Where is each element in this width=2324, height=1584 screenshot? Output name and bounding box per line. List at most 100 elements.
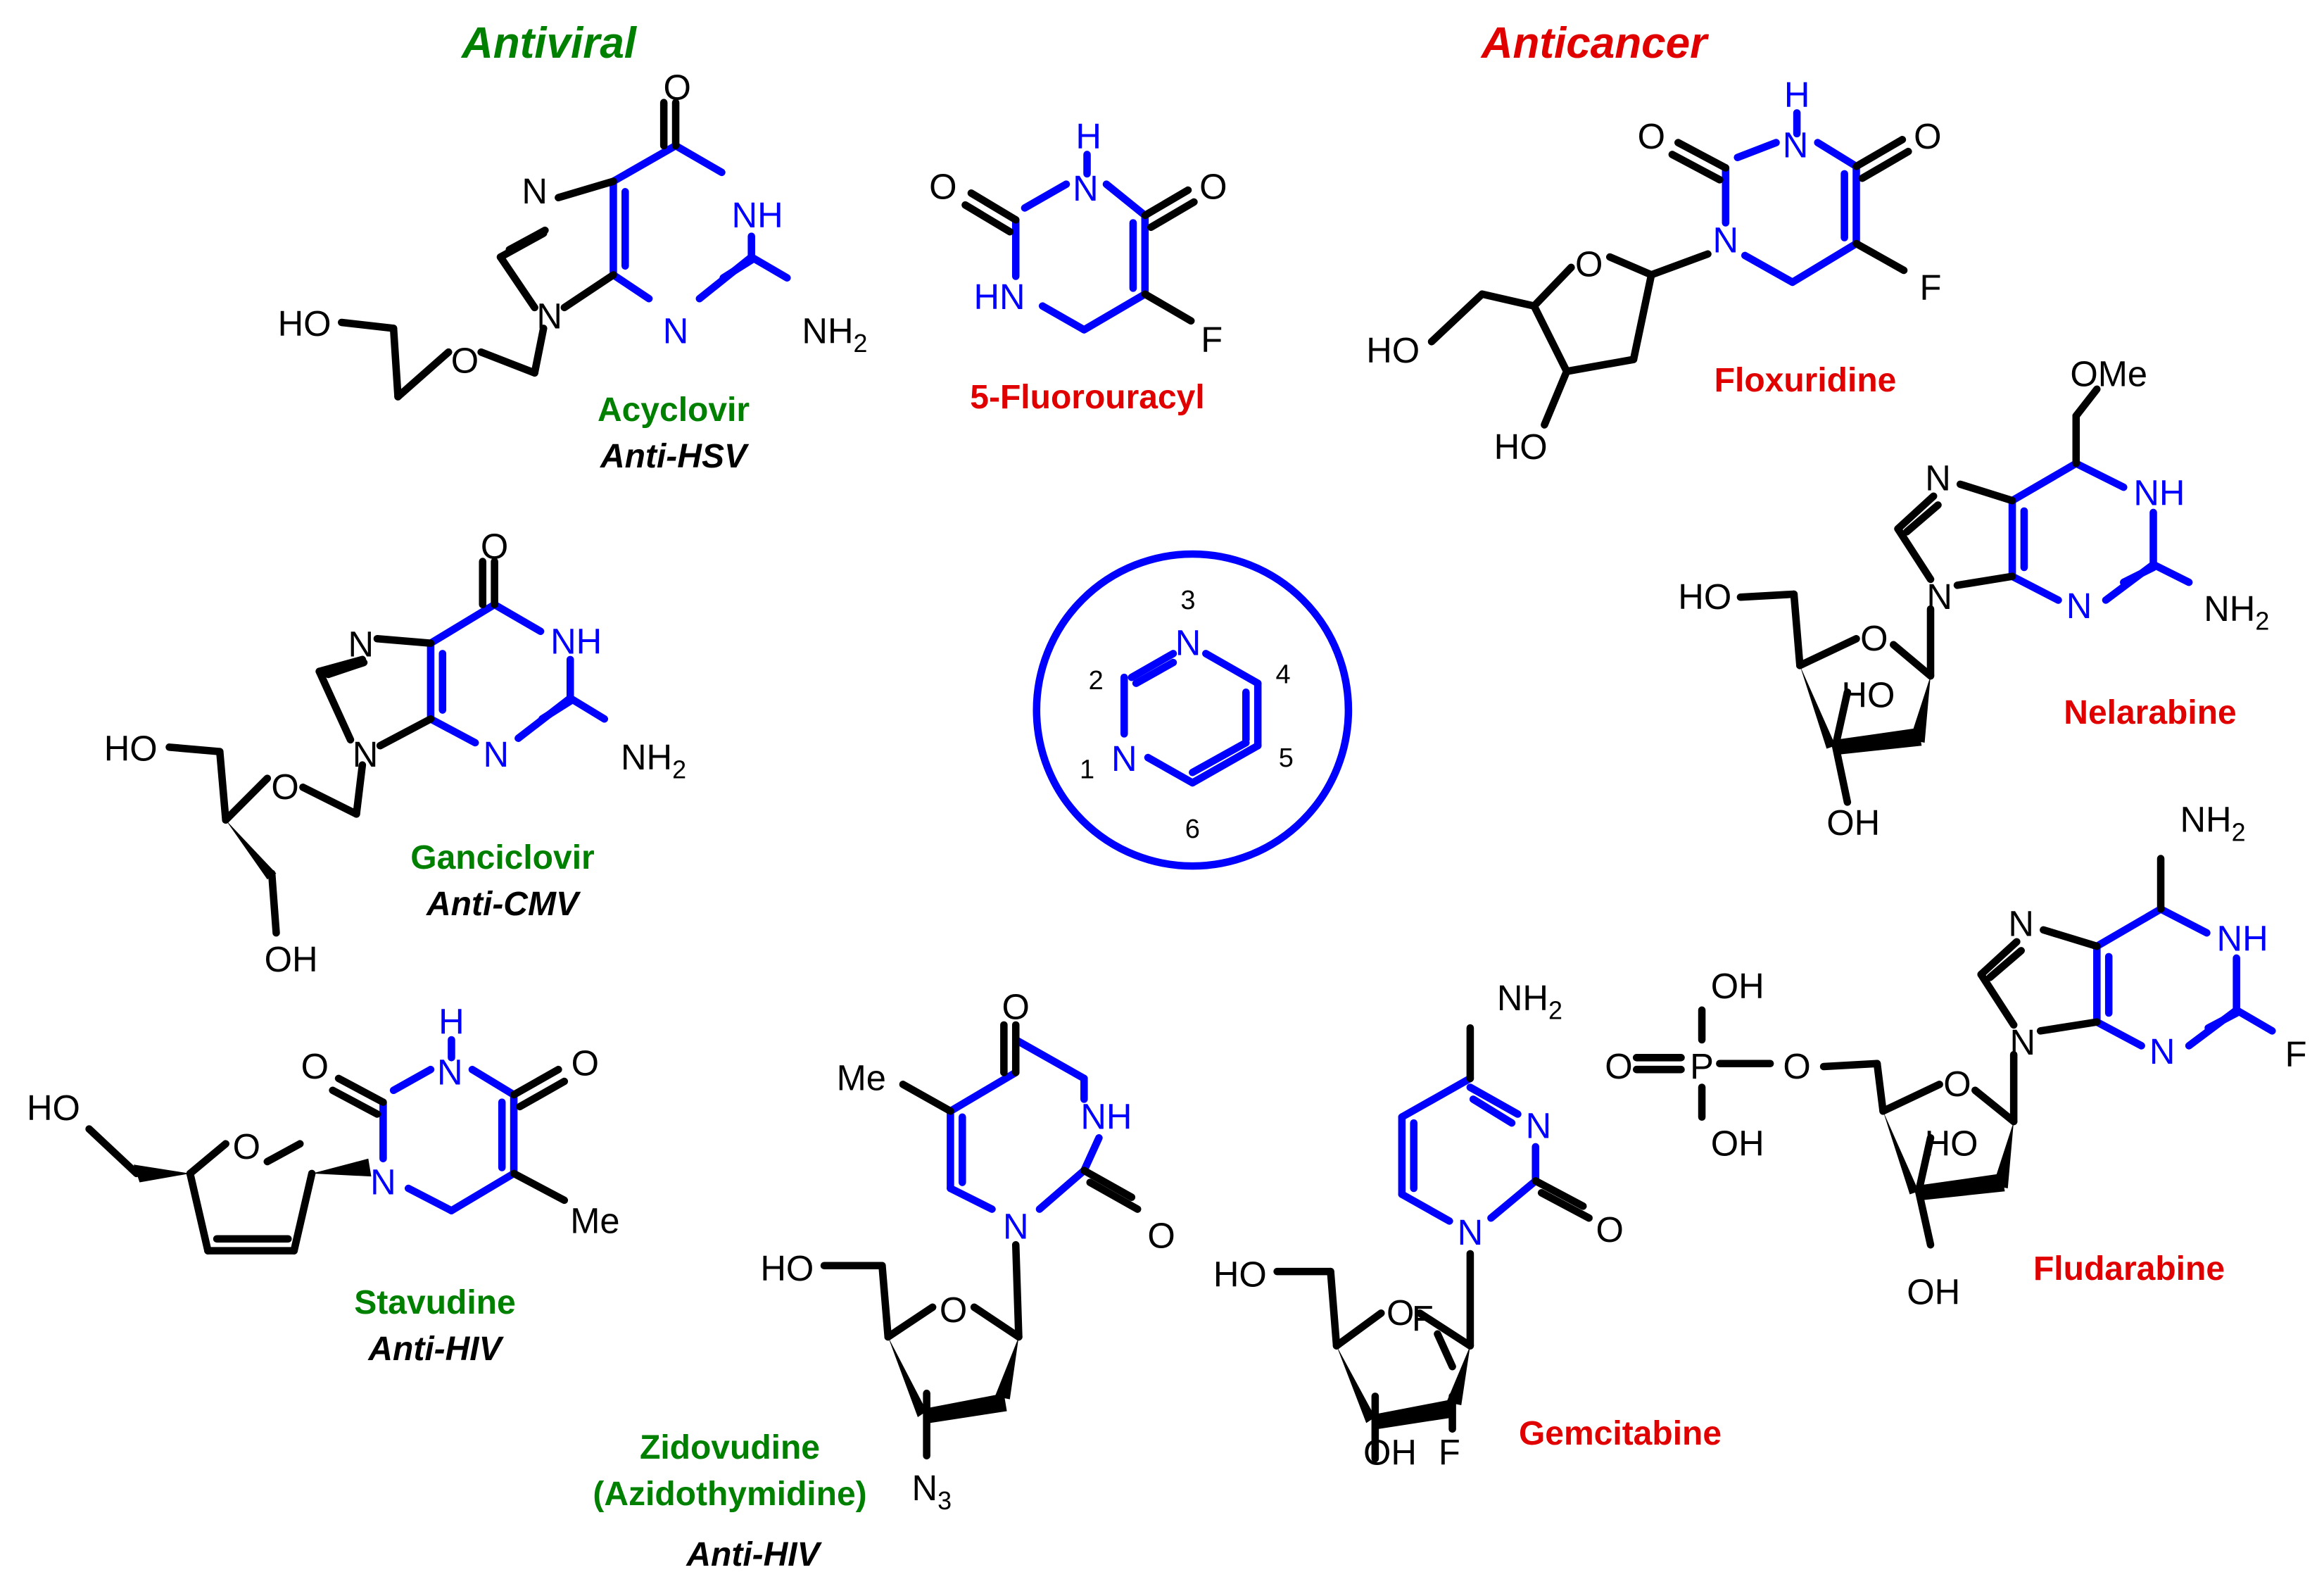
atom-f: F <box>1920 268 1942 308</box>
atom-oh: OH <box>1363 1432 1417 1472</box>
atom-o: O <box>1147 1215 1175 1255</box>
atom-nh: NH <box>2217 918 2268 958</box>
atom-n: N <box>2149 1031 2175 1071</box>
drug-name-stavudine: Stavudine <box>354 1284 515 1321</box>
atom-h: H <box>1075 116 1101 156</box>
atom-f: F <box>1412 1299 1434 1339</box>
atom-o: O <box>571 1043 599 1083</box>
atom-f: F <box>1439 1432 1460 1472</box>
atom-ho: HO <box>1494 427 1548 467</box>
atom-n: N <box>1783 125 1809 165</box>
atom-ho: HO <box>760 1248 814 1288</box>
drug-name-ganciclovir: Ganciclovir <box>410 839 594 876</box>
drug-name-fludarabine: Fludarabine <box>2033 1250 2225 1288</box>
atom-nh: NH <box>1080 1097 1132 1137</box>
atom-o: O <box>1605 1046 1632 1086</box>
atom-n: N <box>663 311 689 351</box>
atom-n: N <box>1713 220 1739 260</box>
atom-o: O <box>929 167 956 207</box>
atom-o: O <box>1783 1046 1810 1086</box>
atom-o: O <box>1596 1209 1624 1250</box>
structure-nelarabine: OMe N NH N N NH2 O HO HO OH <box>1678 354 2269 843</box>
atom-nh2: NH2 <box>2204 589 2269 636</box>
atom-me: Me <box>837 1058 886 1098</box>
atom-n3: N3 <box>912 1468 952 1515</box>
atom-n: N <box>1003 1207 1029 1247</box>
atom-hn: HN <box>973 277 1025 317</box>
pyrimidine-core: N N 1 2 3 4 5 6 <box>1032 550 1353 870</box>
atom-oh: OH <box>1711 966 1764 1006</box>
atom-n: N <box>437 1052 463 1092</box>
atom-nh2: NH2 <box>2180 800 2245 847</box>
atom-o: O <box>301 1046 329 1086</box>
position-1: 1 <box>1080 755 1094 785</box>
position-5: 5 <box>1279 743 1294 773</box>
core-circle <box>1032 550 1353 870</box>
structure-fludarabine: NH2 N NH N N F O O P O OH OH HO OH <box>1605 800 2306 1312</box>
atom-o: O <box>1002 986 1030 1026</box>
atom-o: O <box>1387 1293 1414 1333</box>
drug-name-gemcitabine: Gemcitabine <box>1519 1415 1722 1452</box>
drug-name-floxuridine: Floxuridine <box>1714 362 1897 399</box>
drug-name-fluorouracil: 5-Fluorouracyl <box>970 379 1204 416</box>
drug-activity-stavudine: Anti-HIV <box>367 1331 504 1368</box>
drug-altname-zidovudine: (Azidothymidine) <box>593 1476 866 1513</box>
atom-n: N <box>2010 1022 2036 1062</box>
structure-floxuridine: H N O O N F O HO HO <box>1366 75 1941 467</box>
atom-n: N <box>483 734 509 774</box>
position-6: 6 <box>1185 815 1200 844</box>
atom-n: N <box>2008 903 2034 943</box>
atom-f: F <box>2285 1034 2307 1074</box>
atom-o: O <box>271 767 298 807</box>
atom-oh: OH <box>265 939 318 979</box>
atom-ho: HO <box>104 728 158 768</box>
atom-nh2: NH2 <box>802 311 867 358</box>
heading-antiviral: Antiviral <box>460 19 638 68</box>
drug-name-nelarabine: Nelarabine <box>2064 694 2236 731</box>
atom-n: N <box>353 734 379 774</box>
atom-ho: HO <box>1678 577 1731 617</box>
atom-ho: HO <box>1841 674 1895 715</box>
atom-n: N <box>1073 168 1099 208</box>
atom-o: O <box>481 526 508 566</box>
atom-f: F <box>1201 320 1223 360</box>
atom-n: N <box>1458 1212 1484 1252</box>
atom-oh: OH <box>1907 1272 1960 1312</box>
atom-ho: HO <box>1213 1254 1267 1294</box>
atom-nh2: NH2 <box>621 737 686 784</box>
atom-n: N <box>1925 458 1951 498</box>
structure-stavudine: H N O O N Me O HO <box>27 1002 620 1255</box>
atom-me: Me <box>570 1200 619 1240</box>
structure-ganciclovir: O N NH N N NH2 O HO OH <box>104 526 686 979</box>
atom-o: O <box>1638 116 1665 156</box>
core-atom-n3: N <box>1175 623 1201 663</box>
atom-nh: NH <box>2133 472 2185 513</box>
atom-p: P <box>1690 1046 1714 1086</box>
atom-o: O <box>1199 167 1227 207</box>
atom-nh: NH <box>732 195 783 235</box>
atom-h: H <box>1784 75 1810 115</box>
drug-name-acyclovir: Acyclovir <box>598 391 750 429</box>
atom-n: N <box>1526 1105 1552 1145</box>
position-4: 4 <box>1275 660 1290 690</box>
atom-o: O <box>451 341 479 381</box>
core-atom-n1: N <box>1111 738 1137 779</box>
structure-fluorouracil: H N O O HN F <box>929 116 1227 360</box>
atom-oh: OH <box>1711 1124 1764 1164</box>
atom-o: O <box>663 67 690 107</box>
atom-o: O <box>1943 1064 1971 1104</box>
atom-n: N <box>536 296 562 336</box>
structure-zidovudine: O NH O N Me O HO N3 <box>760 986 1175 1514</box>
atom-n: N <box>2066 586 2092 626</box>
drug-name-zidovudine: Zidovudine <box>640 1429 820 1466</box>
position-3: 3 <box>1180 586 1195 615</box>
atom-o: O <box>1914 116 1941 156</box>
drug-activity-ganciclovir: Anti-CMV <box>426 886 581 923</box>
atom-o: O <box>233 1126 260 1167</box>
atom-ho: HO <box>278 303 331 344</box>
atom-n: N <box>522 171 548 211</box>
atom-n: N <box>1926 577 1952 617</box>
atom-oh: OH <box>1826 803 1880 843</box>
